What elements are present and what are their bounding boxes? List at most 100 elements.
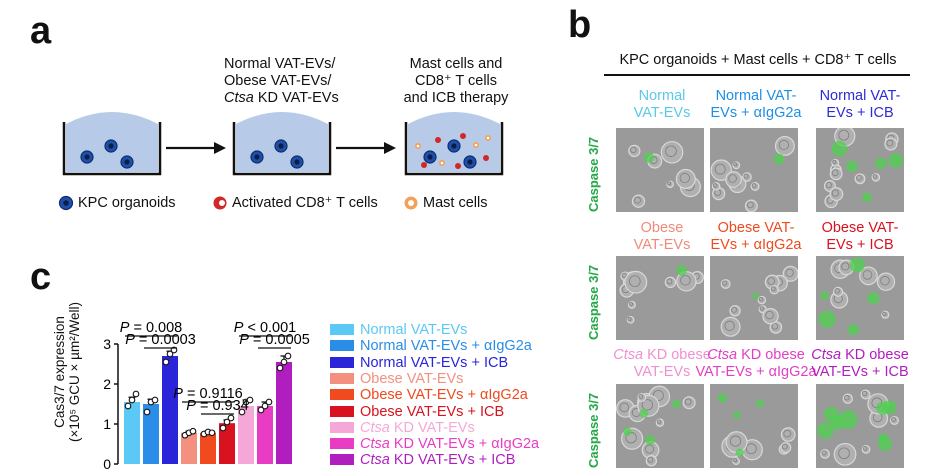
legend-label: Ctsa KD VAT-EVs + ICB <box>360 452 516 469</box>
y-tick-label: 2 <box>103 376 111 392</box>
arrow-2-icon <box>336 142 396 154</box>
y-tick-label: 3 <box>103 336 111 352</box>
legend-label: Ctsa KD VAT-EVs + αIgG2a <box>360 436 540 453</box>
data-point <box>261 402 269 410</box>
legend-item: Normal VAT-EVs <box>330 322 467 338</box>
data-point <box>227 414 235 422</box>
panel-b-header: KPC organoids + Mast cells + CD8⁺ T cell… <box>619 52 897 68</box>
micrograph-image <box>710 128 798 212</box>
chart-ylabel: Cas3/7 expression (×10⁵ GCU × µm²/Well) <box>52 292 82 452</box>
data-point <box>166 350 174 358</box>
legend-label: Ctsa KD VAT-EVs <box>360 419 475 436</box>
step3-line-3: and ICB therapy <box>403 90 509 106</box>
legend-item: Normal VAT-EVs + αIgG2a <box>330 338 532 354</box>
legend-item: Ctsa KD VAT-EVs + ICB <box>330 452 515 468</box>
bar <box>219 423 235 464</box>
legend-item: Normal VAT-EVs + ICB <box>330 355 508 371</box>
data-point <box>276 364 284 372</box>
condition-label: Normal VAT-EVs + ICB <box>819 88 901 121</box>
legend-swatch <box>330 340 354 352</box>
legend-item: Obese VAT-EVs + αIgG2a <box>330 387 528 403</box>
panel-b-header-rule <box>604 74 910 76</box>
data-point <box>265 398 273 406</box>
legend-swatch <box>330 438 354 450</box>
legend-cd8-label: Activated CD8⁺ T cells <box>232 195 378 211</box>
micrograph-image <box>816 256 904 340</box>
legend-swatch <box>330 454 354 466</box>
bar <box>162 356 178 464</box>
legend-swatch <box>330 372 354 384</box>
bar <box>238 406 254 464</box>
bar <box>124 402 140 464</box>
p-value-label: P = 0.0003 <box>125 332 196 348</box>
condition-label: Obese VAT-EVs + αIgG2a <box>710 220 802 253</box>
legend-label: Obese VAT-EVs + αIgG2a <box>360 387 528 404</box>
legend-swatch <box>330 405 354 417</box>
step3-line-2: CD8⁺ T cells <box>414 73 498 89</box>
bar <box>257 406 273 464</box>
panel-a-diagram <box>58 112 504 211</box>
legend-label: Obese VAT-EVs + ICB <box>360 403 505 420</box>
legend-item: Obese VAT-EVs + ICB <box>330 404 504 420</box>
step2-line-2: Obese VAT-EVs/ <box>224 73 332 89</box>
micrograph-image <box>816 128 904 212</box>
data-point <box>151 396 159 404</box>
arrow-1-icon <box>166 142 226 154</box>
bar <box>200 432 216 464</box>
p-value-label: P = 0.9116 <box>173 386 242 402</box>
data-point <box>246 396 254 404</box>
step2-line-3: Ctsa KD VAT-EVs <box>224 90 339 106</box>
micrograph-image <box>816 384 904 468</box>
data-point <box>162 358 170 366</box>
panel-letter-b: b <box>568 4 592 46</box>
kpc-organoid-icon <box>58 195 74 211</box>
data-point <box>124 402 132 410</box>
y-tick-label: 0 <box>103 456 111 471</box>
p-value-label: P = 0.0005 <box>239 332 310 348</box>
legend-kpc-label: KPC organoids <box>78 195 176 211</box>
panel-letter-c: c <box>30 256 52 298</box>
legend-swatch <box>330 324 354 335</box>
micrograph-image <box>710 384 798 468</box>
well-3 <box>404 112 504 176</box>
legend-swatch <box>330 389 354 401</box>
panel-letter-a: a <box>30 10 52 52</box>
data-point <box>143 408 151 416</box>
step2-line-1: Normal VAT-EVs/ <box>224 56 336 72</box>
legend-item: Ctsa KD VAT-EVs <box>330 420 475 436</box>
caspase-axis-label: Caspase 3/7 <box>586 392 601 468</box>
p-value-label: P = 0.934 <box>186 398 248 414</box>
legend-label: Normal VAT-EVs + αIgG2a <box>360 338 532 355</box>
step3-text: Mast cells and CD8⁺ T cells and ICB ther… <box>392 56 520 107</box>
caspase-axis-label: Caspase 3/7 <box>586 264 601 340</box>
data-point <box>284 352 292 360</box>
legend-swatch <box>330 356 354 368</box>
step3-line-1: Mast cells and <box>409 56 503 72</box>
legend-mast-label: Mast cells <box>423 195 488 211</box>
bar <box>143 404 159 464</box>
data-point <box>223 418 231 426</box>
micrograph-image <box>710 256 798 340</box>
chart-ylabel-line-1: Cas3/7 expression <box>52 316 67 428</box>
step2-text: Normal VAT-EVs/ Obese VAT-EVs/ Ctsa KD V… <box>224 56 339 107</box>
bar <box>181 432 197 464</box>
data-point <box>280 358 288 366</box>
legend-label: Obese VAT-EVs <box>360 370 464 387</box>
legend-swatch <box>330 421 354 433</box>
well-1 <box>62 112 162 176</box>
data-point <box>219 424 227 432</box>
condition-label: Obese VAT-EVs + ICB <box>821 220 899 253</box>
data-point <box>132 390 140 398</box>
data-point <box>238 408 246 416</box>
y-tick-label: 1 <box>103 416 111 432</box>
data-point <box>208 429 216 437</box>
p-value-label: P < 0.001 <box>234 320 296 336</box>
micrograph-image <box>616 256 704 340</box>
